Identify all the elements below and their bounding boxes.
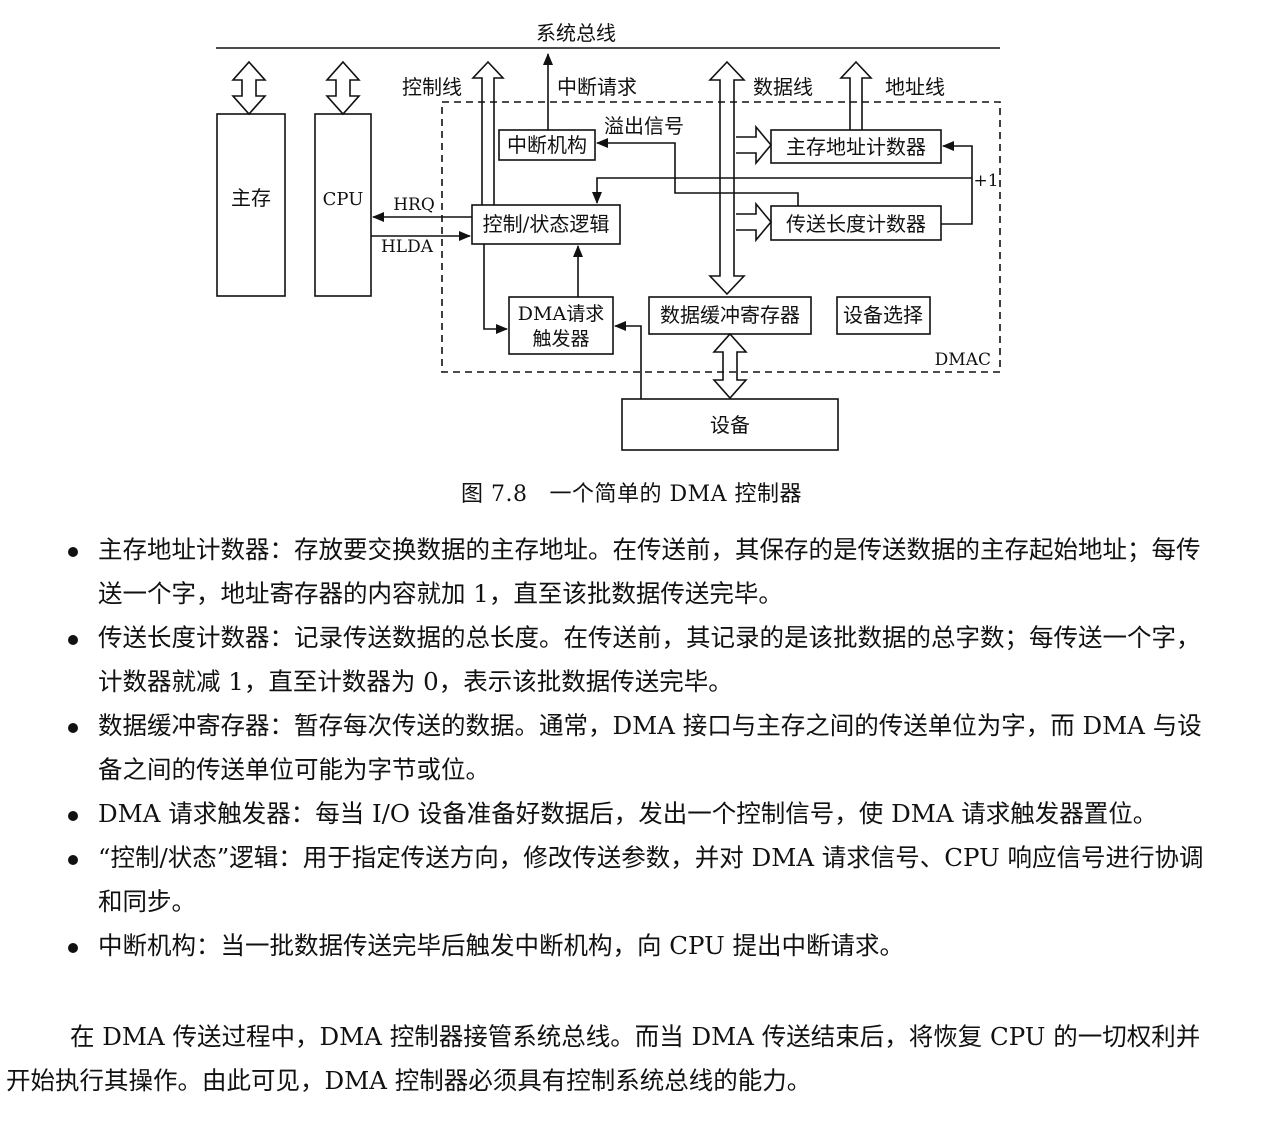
list-item: 主存地址计数器：存放要交换数据的主存地址。在传送前，其保存的是传送数据的主存起始…	[62, 528, 1212, 616]
list-item: DMA 请求触发器：每当 I/O 设备准备好数据后，发出一个控制信号，使 DMA…	[62, 792, 1212, 836]
mem-addr-counter-label: 主存地址计数器	[786, 135, 926, 159]
list-item: 中断机构：当一批数据传送完毕后触发中断机构，向 CPU 提出中断请求。	[62, 924, 1212, 968]
figure-caption: 图 7.8 一个简单的 DMA 控制器	[0, 476, 1263, 508]
bullet-icon	[68, 723, 78, 733]
device-buffer-double-arrow	[712, 332, 748, 400]
plus-one-length-loop	[592, 177, 972, 204]
data-to-length-counter-arrow	[736, 201, 773, 243]
cpu-label: CPU	[323, 189, 364, 210]
bullet-icon	[68, 811, 78, 821]
main-memory-label: 主存	[231, 186, 271, 210]
dmac-label: DMAC	[935, 350, 991, 370]
dmac-boundary	[441, 101, 1001, 373]
cpu-bus-double-arrow	[325, 60, 361, 116]
figure-number: 图 7.8	[460, 482, 528, 507]
length-counter-box	[770, 205, 942, 241]
plus-one-addr-loop	[941, 141, 973, 225]
ctrl-status-logic-box	[471, 204, 621, 245]
list-item-text: DMA 请求触发器：每当 I/O 设备准备好数据后，发出一个控制信号，使 DMA…	[98, 799, 1158, 828]
dma-trigger-label-line1: DMA请求	[518, 303, 604, 325]
device-to-trigger-arrow	[614, 321, 642, 399]
overflow-signal-line	[596, 138, 799, 206]
overflow-signal-label: 溢出信号	[604, 114, 684, 138]
data-line-label: 数据线	[753, 75, 813, 99]
ctrl-status-logic-label: 控制/状态逻辑	[483, 212, 610, 236]
list-item-text: 中断机构：当一批数据传送完毕后触发中断机构，向 CPU 提出中断请求。	[98, 931, 905, 960]
bullet-icon	[68, 635, 78, 645]
hrq-label: HRQ	[393, 195, 435, 215]
address-line-arrow	[839, 60, 873, 130]
memory-bus-double-arrow	[231, 60, 267, 116]
device-select-label: 设备选择	[843, 303, 923, 327]
logic-to-trigger-arrow	[483, 244, 508, 334]
interrupt-request-label: 中断请求	[557, 75, 637, 99]
data-to-address-counter-arrow	[736, 124, 773, 166]
interrupt-unit-box	[498, 129, 596, 161]
system-bus-label: 系统总线	[536, 21, 616, 45]
list-item: “控制/状态”逻辑：用于指定传送方向，修改传送参数，并对 DMA 请求信号、CP…	[62, 836, 1212, 924]
length-counter-label: 传送长度计数器	[786, 212, 926, 236]
control-line-arrow	[471, 60, 505, 205]
dma-trigger-box	[508, 296, 614, 355]
figure-title: 一个简单的 DMA 控制器	[549, 482, 803, 507]
device-select-box	[836, 296, 931, 335]
hlda-label: HLDA	[381, 237, 434, 257]
list-item-text: 传送长度计数器：记录传送数据的总长度。在传送前，其记录的是该批数据的总字数；每传…	[98, 623, 1201, 696]
control-line-label: 控制线	[402, 75, 462, 99]
bullet-icon	[68, 943, 78, 953]
list-item-text: 主存地址计数器：存放要交换数据的主存地址。在传送前，其保存的是传送数据的主存起始…	[98, 535, 1201, 608]
component-list: 主存地址计数器：存放要交换数据的主存地址。在传送前，其保存的是传送数据的主存起始…	[62, 528, 1212, 968]
mem-addr-counter-box	[770, 129, 942, 164]
data-buffer-label: 数据缓冲寄存器	[660, 303, 800, 327]
dma-trigger-label-line2: 触发器	[532, 328, 589, 350]
data-line-double-arrow	[708, 60, 746, 296]
closing-paragraph: 在 DMA 传送过程中，DMA 控制器接管系统总线。而当 DMA 传送结束后，将…	[6, 1022, 1201, 1095]
main-memory-box	[216, 113, 286, 297]
list-item: 传送长度计数器：记录传送数据的总长度。在传送前，其记录的是该批数据的总字数；每传…	[62, 616, 1212, 704]
dma-controller-diagram: 系统总线 主存 CPU 控制线 中断请求 数据线 地址线 中断机构 溢出信号 主…	[216, 21, 1001, 451]
list-item: 数据缓冲寄存器：暂存每次传送的数据。通常，DMA 接口与主存之间的传送单位为字，…	[62, 704, 1212, 792]
bullet-icon	[68, 855, 78, 865]
list-item-text: “控制/状态”逻辑：用于指定传送方向，修改传送参数，并对 DMA 请求信号、CP…	[98, 843, 1204, 916]
device-label: 设备	[710, 413, 750, 437]
address-line-label: 地址线	[885, 75, 945, 99]
bullet-icon	[68, 547, 78, 557]
interrupt-unit-label: 中断机构	[507, 133, 587, 157]
list-item-text: 数据缓冲寄存器：暂存每次传送的数据。通常，DMA 接口与主存之间的传送单位为字，…	[98, 711, 1202, 784]
cpu-box	[314, 113, 372, 297]
plus-one-label: +1	[973, 171, 998, 191]
